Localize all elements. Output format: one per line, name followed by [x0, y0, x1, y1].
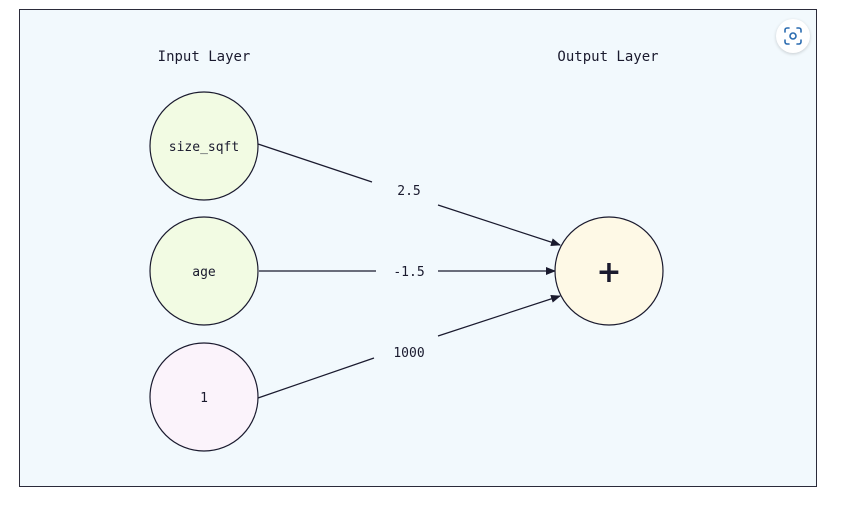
input-node-age: age: [149, 216, 259, 326]
focus-view-button[interactable]: [776, 19, 810, 53]
input-node-age-label: age: [192, 265, 216, 280]
output-layer-title: Output Layer: [557, 49, 658, 65]
edge-size-sqft-segment-a: [257, 143, 373, 183]
input-node-bias: 1: [149, 342, 259, 452]
input-node-size-sqft-label: size_sqft: [169, 140, 239, 155]
output-node-sum: +: [554, 216, 664, 326]
weight-label-size-sqft: 2.5: [397, 184, 420, 199]
output-node-sum-circle: [554, 216, 664, 326]
input-node-bias-circle: [149, 342, 259, 452]
input-layer-title: Input Layer: [158, 49, 251, 65]
input-node-size-sqft-circle: [149, 91, 259, 201]
edge-bias-segment-a: [257, 357, 375, 399]
focus-viewfinder-icon: [784, 27, 802, 45]
input-node-size-sqft: size_sqft: [149, 91, 259, 201]
input-node-age-circle: [149, 216, 259, 326]
edge-bias-segment-b: [437, 295, 561, 337]
edge-size-sqft-segment-b: [437, 204, 561, 246]
output-node-sum-label: +: [596, 255, 621, 290]
weight-label-bias: 1000: [393, 346, 424, 361]
input-node-bias-label: 1: [200, 391, 208, 406]
weight-label-age: -1.5: [393, 265, 424, 280]
